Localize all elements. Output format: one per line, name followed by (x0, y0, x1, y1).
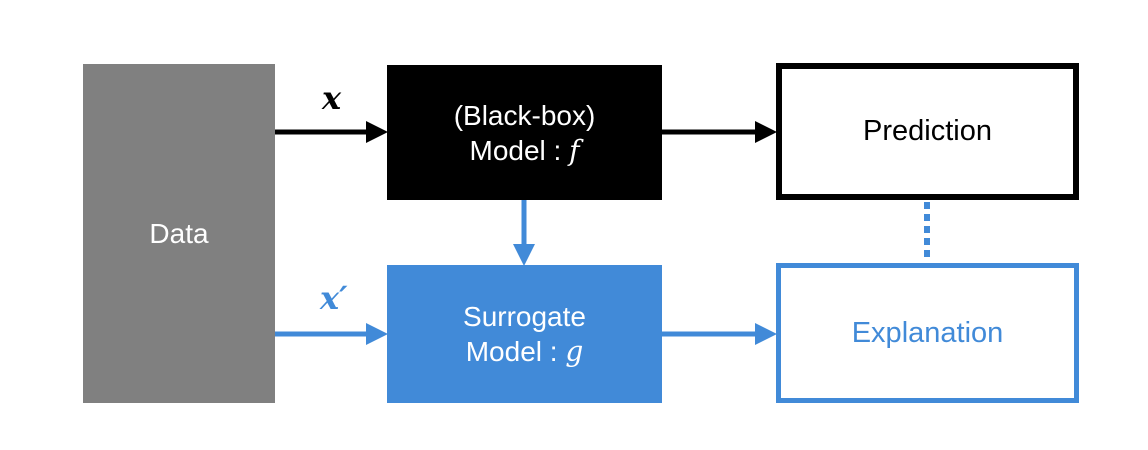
data-box: Data (83, 64, 275, 403)
arrow-surrogate-to-explanation (662, 323, 777, 345)
model-title: (Black-box) (453, 99, 596, 131)
surrogate-model-box: Surrogate Model : g (387, 265, 662, 403)
arrow-data-to-model (275, 121, 388, 143)
black-box-model-box: (Black-box) Model : f (387, 65, 662, 200)
surrogate-symbol-g: g (565, 335, 584, 368)
arrow-model-to-prediction (662, 121, 777, 143)
explanation-box: Explanation (776, 263, 1079, 403)
prediction-box: Prediction (776, 63, 1079, 200)
input-label-x: x (322, 79, 342, 117)
data-label: Data (149, 218, 209, 249)
model-name-line: Model : f (470, 133, 580, 168)
surrogate-name-prefix: Model : (465, 336, 566, 367)
arrow-data-to-surrogate (275, 323, 388, 345)
prediction-label: Prediction (863, 115, 992, 148)
explanation-label: Explanation (851, 316, 1004, 349)
surrogate-name-line: Model : g (466, 334, 584, 369)
model-name-prefix: Model : (469, 134, 570, 166)
surrogate-title: Surrogate (463, 301, 586, 332)
model-symbol-f: f (569, 133, 580, 167)
input-label-x-prime: x′ (320, 279, 348, 317)
arrow-model-to-surrogate (513, 200, 535, 266)
